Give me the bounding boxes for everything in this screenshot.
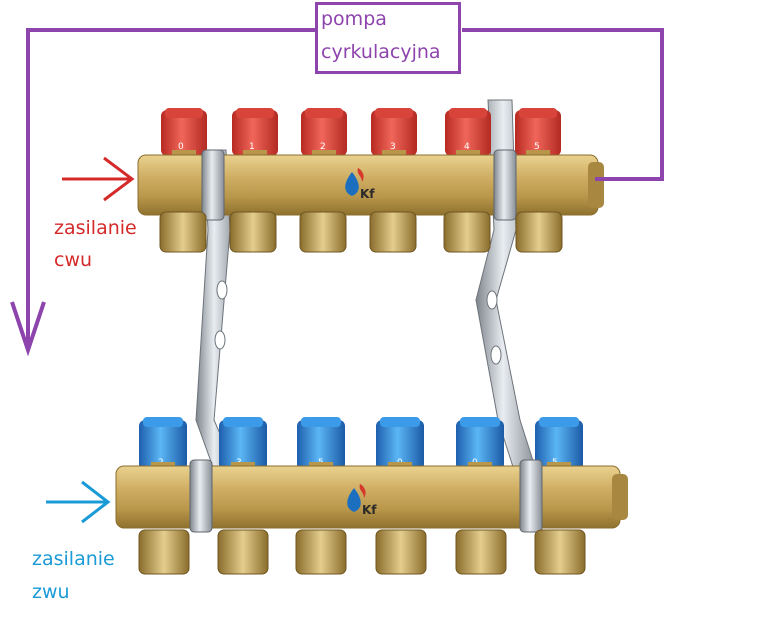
pump-label-line2: cyrkulacyjna — [321, 41, 441, 63]
red-valve-cap — [301, 108, 347, 156]
blue-valve-cap — [297, 417, 345, 470]
top-knob-number: 0 — [178, 142, 184, 152]
top-red-caps: 0 1 2 3 4 5 — [161, 108, 561, 156]
hot-supply-label-line2: cwu — [54, 249, 93, 271]
svg-text:Kf: Kf — [362, 503, 377, 517]
blue-valve-cap — [535, 417, 583, 470]
red-valve-cap — [515, 108, 561, 156]
circulation-pump-box — [315, 2, 461, 74]
circulation-line — [462, 28, 664, 181]
bottom-blue-caps: 2 3 5 0 0 5 — [139, 417, 583, 470]
bottom-fittings — [138, 529, 586, 575]
circulation-return-line — [26, 28, 315, 348]
bottom-manifold: 2 3 5 0 0 5 Kf — [115, 417, 628, 575]
top-knob-number: 1 — [249, 142, 255, 152]
blue-valve-cap — [456, 417, 504, 470]
top-knob-number: 2 — [320, 142, 326, 152]
blue-valve-cap — [139, 417, 187, 470]
red-valve-cap — [371, 108, 417, 156]
blue-valve-cap — [219, 417, 267, 470]
top-knob-number: 5 — [534, 142, 540, 152]
red-valve-cap — [445, 108, 491, 156]
cold-supply-arrow — [46, 480, 111, 524]
top-fittings — [159, 211, 563, 253]
top-manifold: 0 1 2 3 4 5 Kf — [137, 108, 604, 253]
top-knob-number: 4 — [464, 142, 470, 152]
svg-text:Kf: Kf — [360, 187, 375, 201]
red-valve-cap — [232, 108, 278, 156]
flame-drop-logo-icon: Kf — [345, 168, 375, 201]
circulation-arrow-head — [10, 301, 46, 357]
top-knob-number: 3 — [390, 142, 396, 152]
hot-supply-label-line1: zasilanie — [54, 217, 137, 239]
flame-drop-logo-icon: Kf — [347, 484, 377, 517]
red-valve-cap — [161, 108, 207, 156]
cold-supply-label-line1: zasilanie — [32, 548, 115, 570]
hot-supply-arrow — [62, 156, 135, 202]
blue-valve-cap — [376, 417, 424, 470]
cold-supply-label-line2: zwu — [32, 581, 70, 603]
pump-label-line1: pompa — [321, 8, 387, 30]
